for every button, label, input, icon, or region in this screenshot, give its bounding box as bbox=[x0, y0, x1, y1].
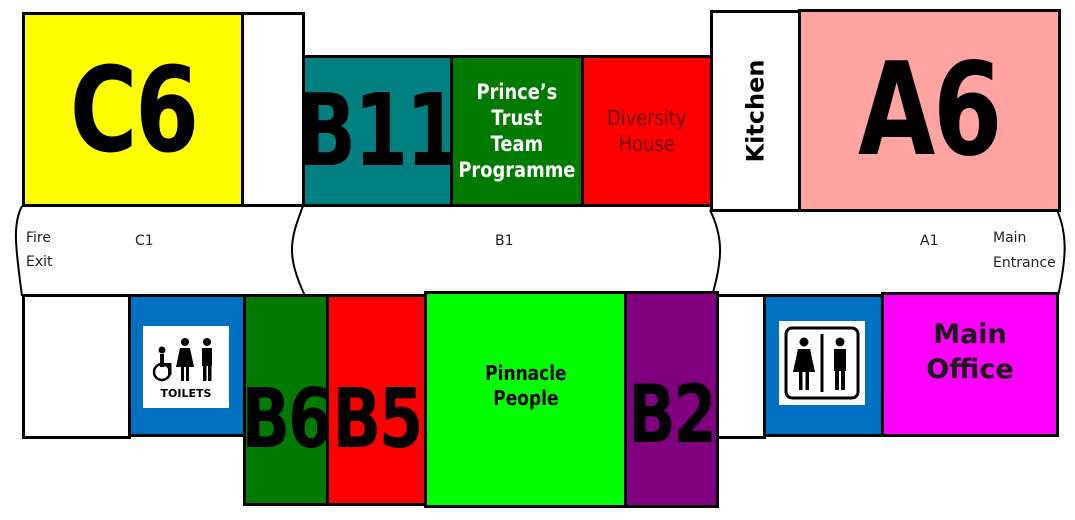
room-diversity-house: Diversity House bbox=[581, 55, 713, 207]
room-b11: B11 bbox=[297, 55, 460, 207]
princes-trust-line-3: Programme bbox=[458, 158, 576, 183]
room-b2-label: B2 bbox=[628, 367, 717, 461]
room-b5-label: B5 bbox=[332, 372, 423, 467]
connector-b1-a1 bbox=[709, 209, 721, 297]
main-office-line-2: Office bbox=[926, 354, 1014, 385]
fire-exit-line-2: Exit bbox=[26, 254, 53, 270]
room-c6-label: C6 bbox=[69, 40, 199, 179]
room-b2: B2 bbox=[624, 291, 719, 508]
toilets-sign-label: TOILETS bbox=[160, 386, 212, 400]
room-main-office: Main Office bbox=[881, 292, 1059, 437]
corridor-b1-label: B1 bbox=[495, 233, 514, 249]
connector-main-entrance bbox=[1056, 209, 1066, 297]
fire-exit-line-1: Fire bbox=[26, 230, 51, 246]
toilets-sign: TOILETS bbox=[143, 326, 229, 408]
room-b5: B5 bbox=[326, 294, 427, 506]
main-entrance-line-2: Entrance bbox=[993, 255, 1056, 271]
male-female-toilets-icon bbox=[784, 326, 860, 400]
room-a6-label: A6 bbox=[858, 35, 1002, 185]
kitchen-label: Kitchen bbox=[741, 59, 770, 163]
corridor-a1-label: A1 bbox=[920, 233, 939, 249]
room-b6-label: B6 bbox=[241, 372, 333, 467]
fire-exit-label: Fire Exit bbox=[26, 226, 53, 274]
connector-c1-b1 bbox=[291, 205, 306, 297]
princes-trust-line-1: Prince’s Trust bbox=[476, 79, 558, 130]
main-office-line-1: Main bbox=[933, 318, 1007, 350]
main-entrance-label: Main Entrance bbox=[993, 226, 1056, 276]
room-a6: A6 bbox=[798, 9, 1061, 212]
corridor-c1-label: C1 bbox=[135, 233, 154, 249]
princes-trust-line-2: Team bbox=[490, 132, 544, 156]
male-female-sign bbox=[779, 321, 865, 405]
connector-fire-exit bbox=[14, 205, 23, 297]
room-bottom-left-blank bbox=[22, 294, 131, 439]
diversity-house-line-2: House bbox=[619, 132, 675, 156]
accessible-toilets-icon bbox=[152, 337, 212, 381]
room-bottom-blank-2 bbox=[716, 294, 766, 439]
pinnacle-people-line-1: Pinnacle bbox=[484, 360, 567, 385]
room-pinnacle-people: Pinnacle People bbox=[424, 291, 627, 508]
room-b6: B6 bbox=[241, 294, 333, 506]
pinnacle-people-line-2: People bbox=[492, 385, 559, 410]
room-c6-annex bbox=[241, 12, 305, 207]
room-princes-trust: Prince’s Trust Team Programme bbox=[450, 55, 584, 207]
room-b11-label: B11 bbox=[297, 72, 460, 189]
room-kitchen: Kitchen bbox=[710, 10, 801, 212]
room-c6: C6 bbox=[22, 12, 244, 207]
diversity-house-line-1: Diversity bbox=[607, 105, 687, 130]
main-entrance-line-1: Main bbox=[993, 230, 1027, 246]
